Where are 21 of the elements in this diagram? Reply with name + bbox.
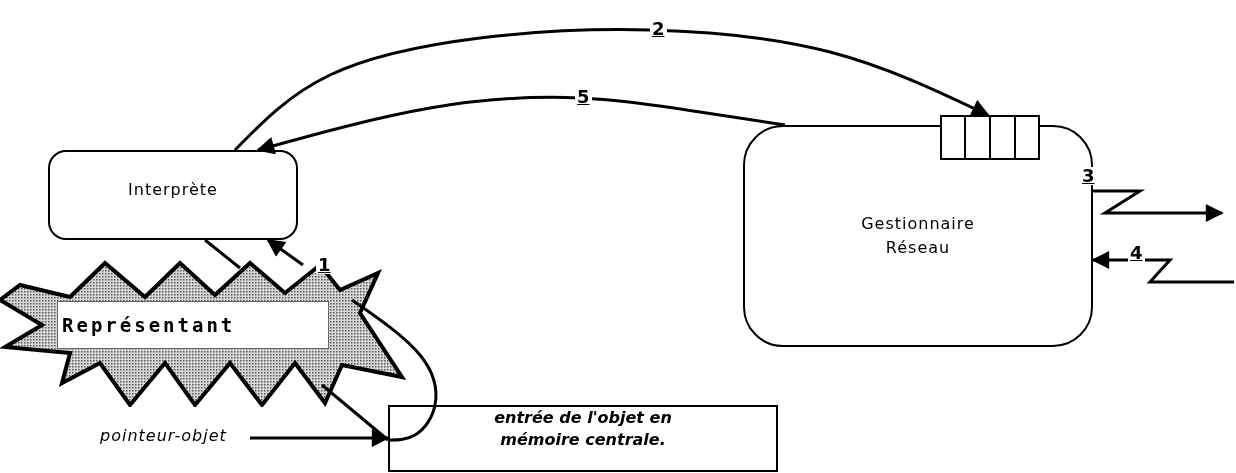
arrow	[256, 95, 786, 155]
edge-label: 1	[316, 256, 333, 274]
node-label: Gestionnaire Réseau	[860, 213, 976, 259]
node-label: Interprète	[128, 179, 218, 201]
pointer-label: pointeur-objet	[100, 426, 227, 445]
arrow	[266, 238, 304, 267]
box-text: entrée de l'objet en mémoire centrale.	[493, 407, 673, 451]
arrow	[250, 429, 390, 447]
edge-label: 2	[650, 20, 667, 38]
connector-line	[204, 238, 241, 270]
connector-line	[351, 298, 438, 442]
text-box	[388, 405, 778, 472]
connector-line	[321, 383, 389, 442]
arrow	[1091, 251, 1234, 284]
arrow	[1093, 189, 1224, 222]
process-box	[48, 150, 298, 240]
edge-label: 5	[575, 88, 592, 106]
name-label: Représentant	[57, 301, 329, 349]
edge-label: 3	[1080, 167, 1097, 185]
edge-label: 4	[1128, 244, 1145, 262]
arrow	[233, 28, 990, 152]
